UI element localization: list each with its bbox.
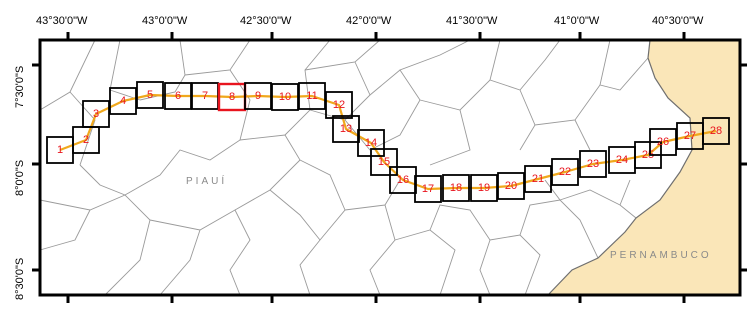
tile-number: 2 [83, 134, 89, 146]
tile-number: 17 [422, 183, 434, 195]
tile [414, 175, 442, 203]
x-tick-label: 40°30'0"W [652, 15, 704, 27]
tile-number: 28 [710, 125, 722, 137]
tile [497, 172, 525, 200]
tile-number: 9 [255, 90, 261, 102]
tile [524, 165, 552, 193]
tile-number: 7 [202, 90, 208, 102]
tile-number: 27 [684, 130, 696, 142]
tile-number: 8 [229, 91, 235, 103]
x-tick-label: 42°30'0"W [240, 15, 292, 27]
y-tick-label: 8°0'0"S [14, 160, 26, 196]
x-tick-label: 41°0'0"W [554, 15, 600, 27]
tile-number: 6 [175, 90, 181, 102]
state-boundary [547, 39, 693, 296]
map-frame [38, 38, 742, 297]
x-tick-label: 43°0'0"W [142, 15, 188, 27]
tile-number: 20 [505, 180, 517, 192]
y-axis-labels: 7°30'0"S 8°0'0"S 8°30'0"S [14, 66, 26, 300]
tile-number: 15 [378, 156, 390, 168]
tile [442, 174, 470, 202]
tile-number: 12 [333, 99, 345, 111]
tile [82, 100, 110, 128]
tile [109, 87, 137, 115]
x-tick-label: 42°0'0"W [346, 15, 392, 27]
tile-number: 11 [306, 90, 317, 102]
pernambuco-region-fill [548, 40, 740, 295]
tile [702, 117, 730, 145]
tile-number: 22 [559, 166, 571, 178]
tile [298, 82, 326, 110]
tile-number: 18 [450, 182, 462, 194]
tile [551, 158, 579, 186]
tile [370, 148, 398, 176]
tile [389, 166, 417, 194]
tile-number: 26 [657, 136, 669, 148]
tile-number: 25 [642, 149, 654, 161]
tile-number: 23 [587, 158, 599, 170]
tile-number: 10 [279, 91, 291, 103]
region-label-pernambuco: PERNAMBUCO [610, 250, 712, 261]
tile-number: 21 [532, 173, 544, 185]
tile-number: 19 [478, 182, 490, 194]
tile-number: 1 [57, 144, 63, 156]
y-tick-label: 8°30'0"S [14, 258, 26, 300]
tile [470, 174, 498, 202]
tile [271, 83, 299, 111]
tile-number: 5 [147, 89, 153, 101]
tile-number: 16 [397, 174, 409, 186]
tile [579, 150, 607, 178]
tile-number: 13 [340, 123, 352, 135]
tile-number: 14 [365, 137, 377, 149]
tile [164, 82, 192, 110]
x-axis-labels: 43°30'0"W 43°0'0"W 42°30'0"W 42°0'0"W 41… [36, 15, 704, 27]
tile [136, 81, 164, 109]
tile [244, 82, 272, 110]
tile [332, 115, 360, 143]
tile-number: 4 [120, 95, 126, 107]
x-tick-label: 41°30'0"W [446, 15, 498, 27]
tile [649, 128, 677, 156]
y-tick-label: 7°30'0"S [14, 66, 26, 108]
tile-number: 24 [616, 154, 628, 166]
region-label-piaui: PIAUÍ [186, 174, 227, 187]
tile-number: 3 [93, 108, 99, 120]
route-line [59, 93, 717, 191]
tile [325, 91, 353, 119]
x-tick-label: 43°30'0"W [36, 15, 88, 27]
